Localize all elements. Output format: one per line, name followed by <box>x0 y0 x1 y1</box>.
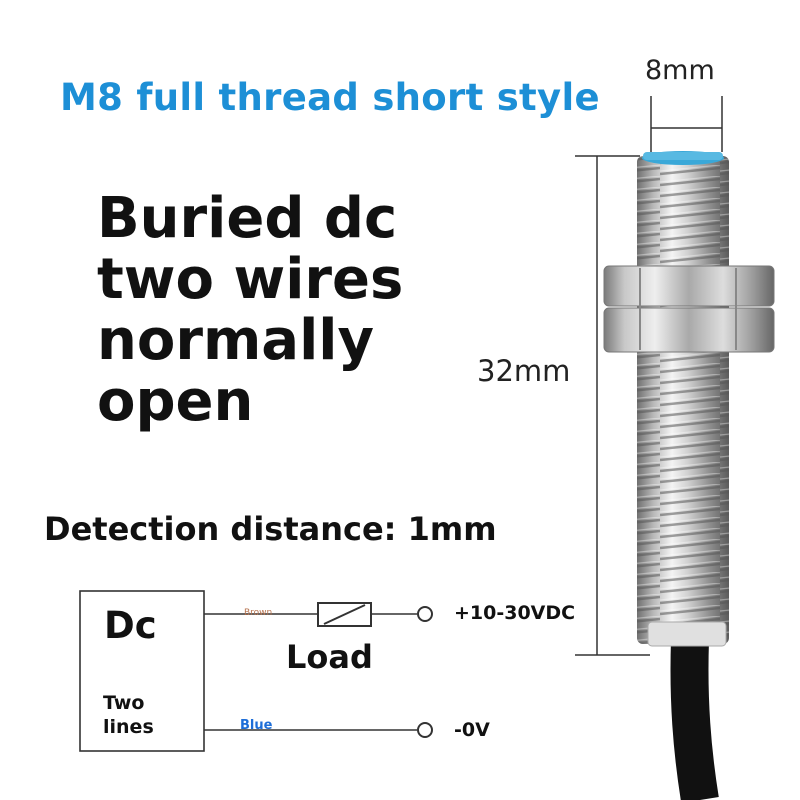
blue-wire-label: Blue <box>240 718 273 733</box>
description-line: normally <box>97 308 374 373</box>
length-dimension-label: 32mm <box>477 354 571 388</box>
sensor-cable <box>670 639 719 800</box>
length-dimension-lines <box>575 155 650 656</box>
title: M8 full thread short style <box>60 76 600 119</box>
dc-box <box>79 590 205 752</box>
description-line: Buried dc <box>97 186 398 251</box>
dc-box-label: Dc <box>104 604 157 647</box>
brown-wire-label: Brown <box>244 608 273 618</box>
negative-terminal-label: -0V <box>454 719 490 741</box>
description-line: two wires <box>97 247 404 312</box>
sensor-description: Buried dc two wires normally open <box>97 188 403 432</box>
circuit-lines <box>79 590 433 752</box>
positive-terminal-circle <box>417 606 433 622</box>
sensor-body <box>637 151 729 647</box>
width-dimension-lines <box>650 96 723 152</box>
positive-terminal-label: +10-30VDC <box>454 602 576 624</box>
mounting-nuts <box>603 265 775 353</box>
dc-box-sublabel: Two lines <box>103 691 154 739</box>
width-dimension-label: 8mm <box>645 55 715 86</box>
detection-distance: Detection distance: 1mm <box>44 510 497 548</box>
sublabel-line: Two <box>103 692 145 714</box>
sublabel-line: lines <box>103 716 154 738</box>
load-label: Load <box>286 638 373 676</box>
negative-terminal-circle <box>417 722 433 738</box>
description-line: open <box>97 369 254 434</box>
